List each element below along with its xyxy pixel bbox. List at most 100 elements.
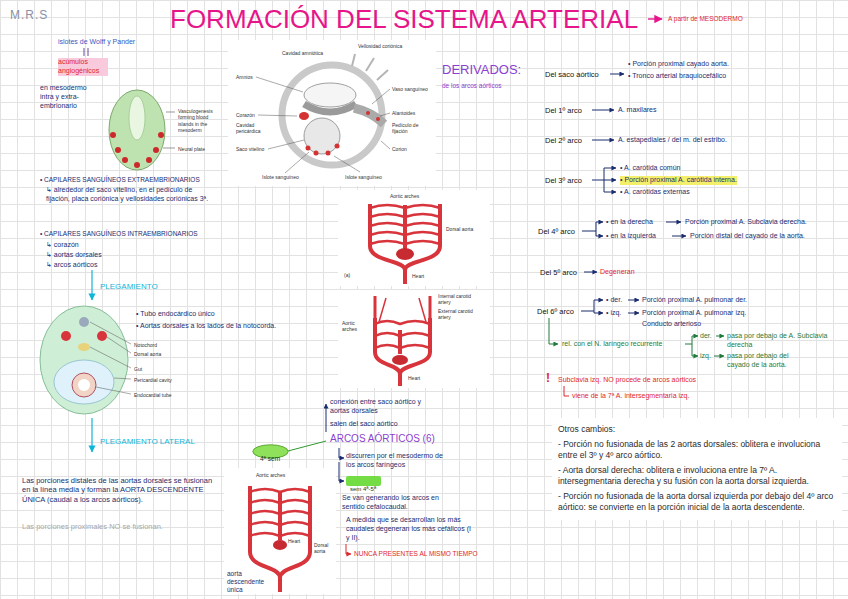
label-box: Porción proximal A. Subclavia derecha. xyxy=(685,218,807,227)
label-box: Amnios xyxy=(236,74,253,80)
label-box: DERIVADOS: xyxy=(442,62,521,78)
node-text: sem 4ª-5ª xyxy=(350,486,376,494)
figure-label: External carotid artery xyxy=(438,308,484,321)
label-box: M.R.S xyxy=(10,8,48,23)
label-box: PLEGAMIENTO LATERAL xyxy=(100,437,195,447)
label-box: • Porción proximal cayado aorta. xyxy=(628,60,729,69)
embryo-section-figure xyxy=(304,118,340,154)
label-box: discurren por el mesodermo de los arcos … xyxy=(346,452,446,470)
page-title: FORMACIÓN DEL SISTEMA ARTERIAL xyxy=(170,6,638,33)
label-box: ↳ alrededor del saco vitelino, en el ped… xyxy=(46,186,211,204)
aortic-arches-figure-c xyxy=(273,540,287,550)
label-box: Degeneran xyxy=(600,268,635,277)
label-box: Vaso sanguíneo xyxy=(392,86,428,92)
label-box: Pedículo de fijación xyxy=(392,122,428,135)
label-box: Se van generando los arcos en sentido ce… xyxy=(342,494,452,512)
week-band: sem 4ª-5ª xyxy=(346,476,381,486)
label-box: A. estapediales / del m. del estribo. xyxy=(618,136,727,145)
note-text: A partir de MESODERMO xyxy=(668,15,743,23)
derivation-arrows xyxy=(592,140,614,141)
label-box: Gut xyxy=(134,366,142,372)
note-text: A. maxilares xyxy=(618,106,657,115)
label-box: Porción proximal A. pulmonar der. xyxy=(642,296,747,305)
embryo-section-figure xyxy=(228,40,436,186)
note-text: Porción proximal A. Subclavia derecha. xyxy=(685,218,807,227)
embryo-disc-figure xyxy=(129,96,145,140)
derivation-arrows xyxy=(584,272,597,273)
figure-label: Dorsal aorta xyxy=(134,351,161,357)
node-text: Otros cambios: xyxy=(558,424,836,435)
label-box: Heart xyxy=(412,273,424,279)
derivation-arrows xyxy=(685,336,698,344)
note-text: Del 3º arco xyxy=(545,176,582,185)
label-box: NUNCA PRESENTES AL MISMO TIEMPO xyxy=(354,550,478,558)
derivation-arrows xyxy=(596,231,603,236)
figure-label: Aortic arches xyxy=(256,472,285,478)
embryo-section-figure xyxy=(335,144,340,149)
note-text: viene de la 7ª A. intersegmentaria izq. xyxy=(572,392,689,401)
figure-label: Corazón xyxy=(236,112,255,118)
note-text: rel. con el N. laríngeo recurrente xyxy=(562,340,662,349)
note-text: • Porción proximal cayado aorta. xyxy=(628,60,729,69)
label-box: rel. con el N. laríngeo recurrente xyxy=(562,340,662,349)
note-text: pasa por debajo del cayado de la aorta. xyxy=(727,352,807,370)
label-box: acúmulos angiogénicos xyxy=(58,58,108,76)
node-text: 4ª sem xyxy=(260,455,280,463)
label-box: Conducto arterioso xyxy=(642,320,701,329)
figure-label: Gut xyxy=(134,366,142,372)
label-box: izq. xyxy=(700,352,711,361)
aortic-arches-figure-b xyxy=(375,321,430,348)
label-box: • Porción proximal A. carótida interna. xyxy=(620,176,737,185)
aortic-arches-figure-a xyxy=(338,190,490,286)
aortic-arches-figure-a xyxy=(396,248,414,260)
aortic-arches-figure-b xyxy=(375,318,400,386)
figure-label: Heart xyxy=(412,273,424,279)
node-text: - Porción no fusionada de la aorta dorsa… xyxy=(558,491,836,513)
note-text: • CAPILARES SANGUÍNEOS EXTRAEMBRIONARIOS xyxy=(40,176,200,184)
figure-label: Saco vitelino xyxy=(236,146,264,152)
label-box: External carotid artery xyxy=(438,308,484,321)
embryo-disc-figure xyxy=(163,112,175,148)
derivation-arrows xyxy=(716,336,724,337)
label-box: Del 3º arco xyxy=(545,176,582,185)
label-box: • Tronco arterial braquiocefálico xyxy=(628,72,726,81)
derivation-arrows xyxy=(672,236,686,237)
embryo-section-figure xyxy=(354,108,384,124)
cross-section-figure xyxy=(78,379,90,391)
label-box: Del 5º arco xyxy=(540,268,577,277)
middle-arrows xyxy=(288,441,326,451)
label-box: ↳ arcos aórticos xyxy=(46,261,97,270)
note-text: • A. carótida común xyxy=(620,164,680,173)
note-text: Se van generando los arcos en sentido ce… xyxy=(342,494,452,512)
figure-label: Pedículo de fijación xyxy=(392,122,428,135)
middle-arrows xyxy=(339,448,344,458)
figure-label: Cavidad pericárdica xyxy=(236,122,266,135)
note-text: ↳ alrededor del saco vitelino, en el ped… xyxy=(46,186,211,204)
note-text: • Aortas dorsales a los lados de la noto… xyxy=(136,322,276,331)
embryo-section-figure xyxy=(228,40,436,186)
derivation-arrows xyxy=(714,356,724,357)
cross-section-figure xyxy=(72,373,96,397)
label-box: Dorsal aorta xyxy=(446,226,473,232)
label-box: (a) xyxy=(344,272,350,278)
label-box: Dorsal aorta xyxy=(314,542,334,555)
embryo-disc-figure xyxy=(158,132,164,138)
figure-label: Vasculogenesis forming blood islands in … xyxy=(178,108,224,133)
figure-label: Notochord xyxy=(134,342,157,348)
label-box: der. xyxy=(700,332,712,341)
aortic-arches-figure-b xyxy=(338,290,490,388)
highlight-band xyxy=(346,476,381,486)
derivation-arrows xyxy=(628,300,639,301)
label-box: • izq. xyxy=(606,309,621,318)
label-box: • der. xyxy=(606,296,622,305)
label-box: pasa por debajo del cayado de la aorta. xyxy=(727,352,807,370)
label-box: ! xyxy=(546,372,550,384)
figure-label: Vellosidad coriónica xyxy=(358,43,402,49)
notes-panel: Otros cambios: - Porción no fusionada de … xyxy=(552,418,842,520)
cross-section-figure xyxy=(78,343,90,351)
label-box: Internal carotid artery xyxy=(438,293,484,306)
node-body: sem 4ª-5ª xyxy=(350,486,376,494)
embryo-section-figure xyxy=(256,77,390,173)
label-box: ARCOS AÓRTICOS (6) xyxy=(330,433,435,446)
